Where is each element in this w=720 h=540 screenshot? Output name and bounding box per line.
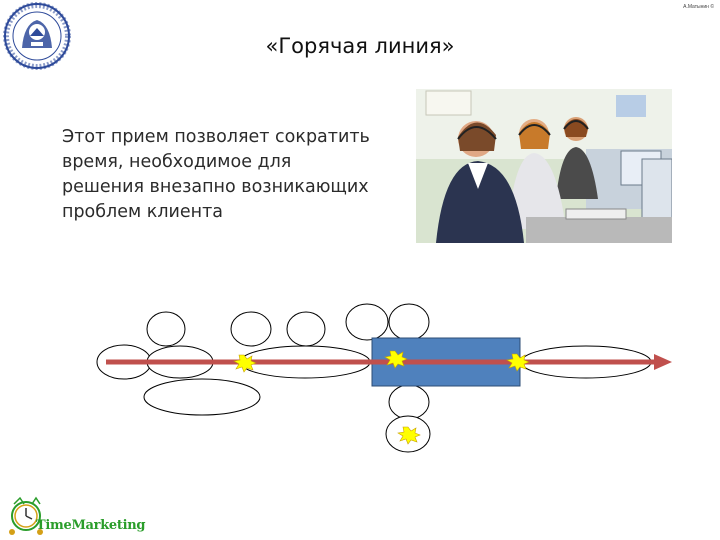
diagram-node bbox=[345, 303, 389, 341]
problem-burst-icon bbox=[397, 426, 421, 445]
diagram-node bbox=[520, 345, 652, 379]
diagram-node bbox=[230, 311, 272, 347]
diagram-node bbox=[385, 415, 431, 453]
call-center-photo bbox=[416, 89, 672, 243]
body-line: проблем клиента bbox=[62, 202, 224, 222]
diagram-node bbox=[96, 344, 152, 380]
diagram-node bbox=[146, 345, 214, 379]
diagram-node bbox=[143, 378, 261, 416]
slide-title: «Горячая линия» bbox=[265, 34, 455, 58]
body-line: Этот прием позволяет сократить bbox=[62, 127, 370, 147]
university-seal-icon bbox=[3, 2, 71, 70]
diagram-node bbox=[388, 384, 430, 420]
diagram-node bbox=[146, 311, 186, 347]
body-line: время, необходимое для bbox=[62, 152, 292, 172]
copyright-label: А.Матынин © bbox=[683, 4, 714, 10]
problem-burst-icon bbox=[384, 350, 408, 369]
problem-burst-icon bbox=[506, 353, 530, 372]
hotline-box bbox=[371, 337, 521, 387]
diagram-node bbox=[239, 345, 371, 379]
footer-logo-text: TimeMarketing bbox=[36, 518, 146, 533]
slide-body-text: Этот прием позволяет сократить время, не… bbox=[62, 125, 412, 225]
problem-burst-icon bbox=[233, 354, 257, 373]
body-line: решения внезапно возникающих bbox=[62, 177, 369, 197]
diagram-node bbox=[388, 303, 430, 341]
diagram-node bbox=[286, 311, 326, 347]
clock-icon bbox=[9, 496, 43, 535]
process-arrow-head bbox=[654, 354, 672, 370]
